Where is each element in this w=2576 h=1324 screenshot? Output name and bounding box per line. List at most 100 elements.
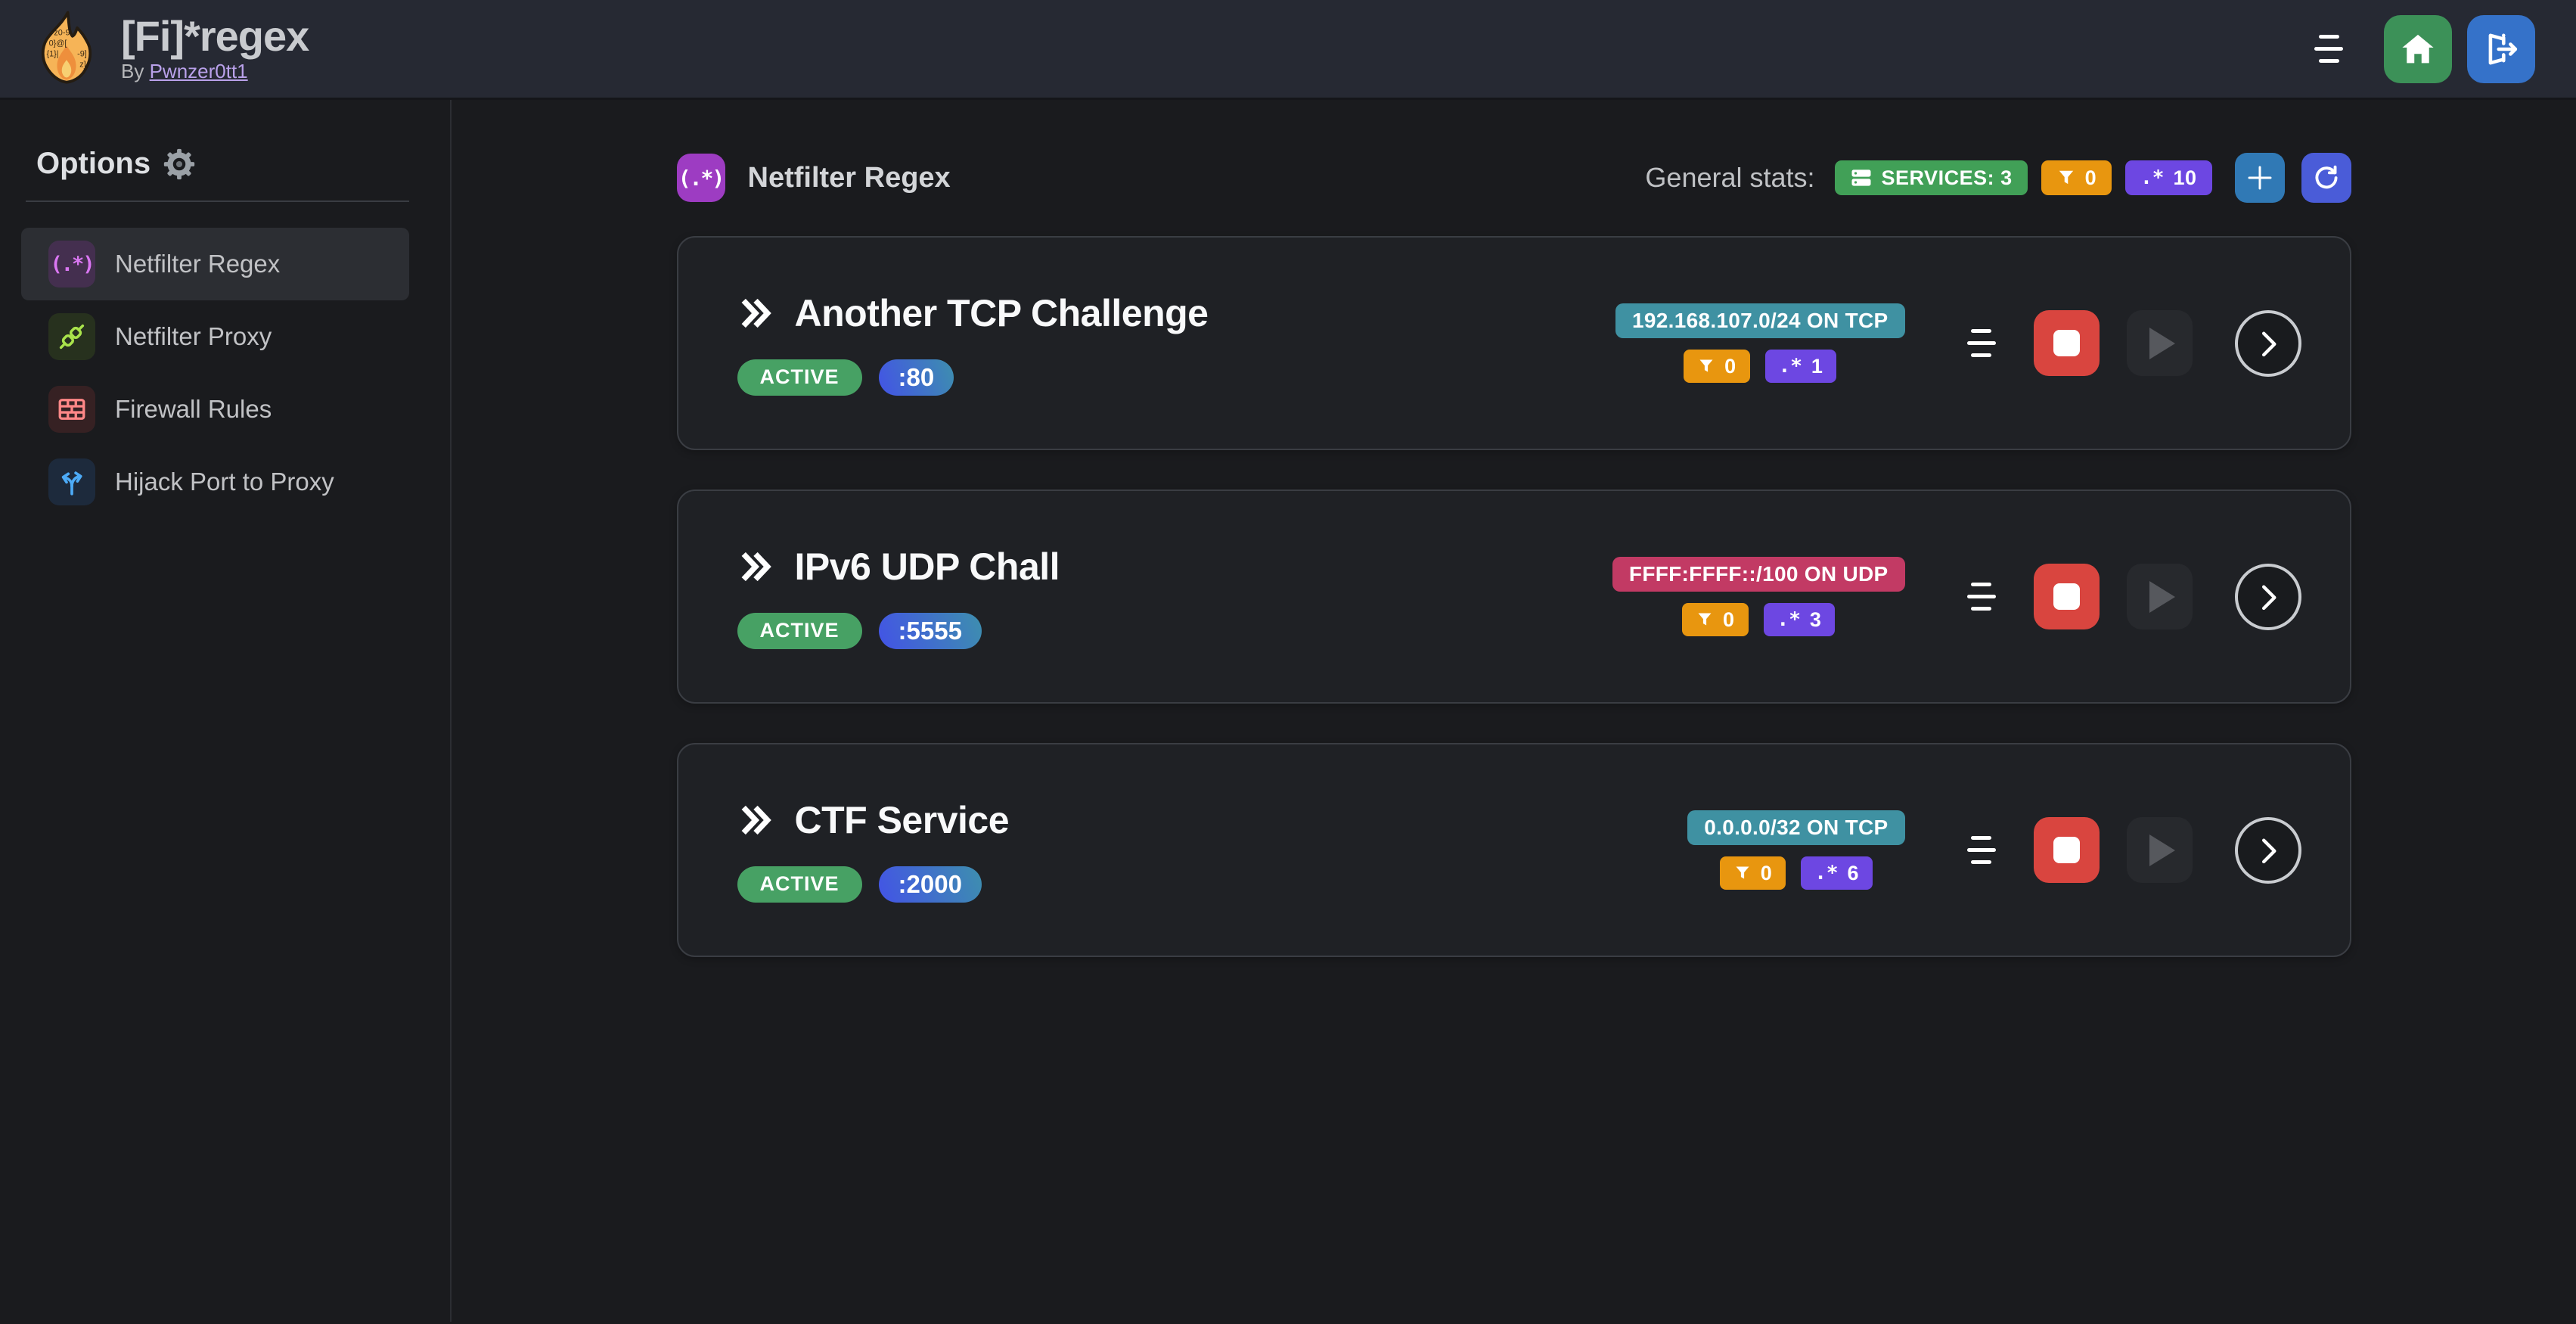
service-name: IPv6 UDP Chall xyxy=(794,545,1060,588)
sidebar-item-label: Netfilter Regex xyxy=(115,250,281,278)
service-card: IPv6 UDP Chall ACTIVE :5555 FFFF:FFFF::/… xyxy=(676,490,2351,704)
port-badge: :2000 xyxy=(878,866,982,903)
options-sidebar: Options (.*) xyxy=(0,100,452,1322)
split-arrows-icon xyxy=(48,458,95,505)
regex-count-badge: .* 1 xyxy=(1764,350,1837,383)
service-name: Another TCP Challenge xyxy=(794,291,1209,334)
chevron-right-icon xyxy=(2261,585,2276,610)
address-badge: 0.0.0.0/32 ON TCP xyxy=(1687,810,1905,845)
service-card: CTF Service ACTIVE :2000 0.0.0.0/32 ON T… xyxy=(676,743,2351,957)
server-icon xyxy=(1851,169,1871,186)
byline-prefix: By xyxy=(121,60,144,83)
start-service-button[interactable] xyxy=(2126,564,2193,629)
svg-text:z]: z] xyxy=(79,60,86,69)
regex-count-badge: .* 10 xyxy=(2125,160,2212,195)
svg-text:{1}|: {1}| xyxy=(46,49,58,58)
logout-icon xyxy=(2488,33,2518,64)
open-service-button[interactable] xyxy=(2234,816,2301,884)
author-link[interactable]: Pwnzer0tt1 xyxy=(149,60,248,83)
address-badge: FFFF:FFFF::/100 ON UDP xyxy=(1612,557,1905,592)
play-icon xyxy=(2149,580,2175,613)
address-badge: 192.168.107.0/24 ON TCP xyxy=(1615,303,1905,338)
sidebar-item-firewall-rules[interactable]: Firewall Rules xyxy=(21,373,409,446)
funnel-icon xyxy=(1699,359,1713,372)
service-name: CTF Service xyxy=(794,798,1010,841)
address-stats: 192.168.107.0/24 ON TCP 0 .* xyxy=(1615,303,1905,383)
stop-icon xyxy=(2053,837,2080,863)
add-service-button[interactable] xyxy=(2234,153,2285,203)
service-card: Another TCP Challenge ACTIVE :80 192.168… xyxy=(676,236,2351,450)
sidebar-item-label: Hijack Port to Proxy xyxy=(115,468,334,496)
general-stats-label: General stats: xyxy=(1645,162,1815,193)
refresh-icon xyxy=(2315,165,2338,189)
app-title: [Fi]*regex xyxy=(121,11,309,60)
chevron-right-icon xyxy=(2261,838,2276,863)
service-menu-icon[interactable] xyxy=(1960,322,2003,365)
home-button[interactable] xyxy=(2384,14,2452,83)
stop-service-button[interactable] xyxy=(2033,310,2100,376)
start-service-button[interactable] xyxy=(2126,817,2193,883)
stop-icon xyxy=(2053,330,2080,356)
sidebar-item-label: Netfilter Proxy xyxy=(115,322,272,350)
sidebar-item-hijack-port[interactable]: Hijack Port to Proxy xyxy=(21,446,409,518)
funnel-icon xyxy=(1736,866,1749,879)
main-area: (.*) Netfilter Regex General stats: SERV… xyxy=(452,100,2576,1322)
regex-glyph-icon: .* xyxy=(1778,355,1802,378)
regex-section-icon: (.*) xyxy=(676,154,725,202)
status-badge: ACTIVE xyxy=(737,612,862,649)
sidebar-item-netfilter-regex[interactable]: (.*) Netfilter Regex xyxy=(21,228,409,300)
regex-count-badge: .* 6 xyxy=(1801,856,1873,890)
logout-button[interactable] xyxy=(2467,14,2535,83)
address-stats: FFFF:FFFF::/100 ON UDP 0 .* xyxy=(1612,557,1905,636)
app-header: -z0-9 0}@[ {1}| -9] z] [Fi]*regex By Pwn… xyxy=(0,0,2576,100)
brick-wall-icon xyxy=(48,386,95,433)
stop-service-button[interactable] xyxy=(2033,817,2100,883)
service-menu-icon[interactable] xyxy=(1960,828,2003,872)
filtered-count-badge: 0 xyxy=(1684,350,1750,383)
firegex-flame-logo: -z0-9 0}@[ {1}| -9] z] xyxy=(41,11,92,84)
funnel-icon xyxy=(2059,170,2073,185)
stop-service-button[interactable] xyxy=(2033,564,2100,629)
services-count-badge: SERVICES: 3 xyxy=(1834,160,2028,195)
svg-text:0}@[: 0}@[ xyxy=(49,39,67,48)
svg-text:-9]: -9] xyxy=(77,49,87,58)
sidebar-divider xyxy=(26,200,409,202)
open-service-button[interactable] xyxy=(2234,563,2301,630)
double-chevron-icon xyxy=(741,805,771,834)
regex-glyph-icon: .* xyxy=(2140,166,2165,189)
filtered-count-badge: 0 xyxy=(1719,856,1786,890)
double-chevron-icon xyxy=(741,552,771,581)
home-icon xyxy=(2402,34,2434,63)
gear-icon xyxy=(163,148,195,179)
section-title: Netfilter Regex xyxy=(747,161,951,194)
filtered-count-badge: 0 xyxy=(1682,603,1749,636)
port-badge: :80 xyxy=(878,359,954,396)
service-list: Another TCP Challenge ACTIVE :80 192.168… xyxy=(676,236,2351,957)
status-badge: ACTIVE xyxy=(737,866,862,903)
service-menu-icon[interactable] xyxy=(1960,575,2003,618)
svg-text:-z0-9: -z0-9 xyxy=(51,28,70,37)
port-badge: :5555 xyxy=(878,612,982,649)
double-chevron-icon xyxy=(741,298,771,328)
start-service-button[interactable] xyxy=(2126,310,2193,376)
content-header: (.*) Netfilter Regex General stats: SERV… xyxy=(676,153,2351,203)
sidebar-heading: Options xyxy=(21,147,409,181)
chevron-right-icon xyxy=(2261,331,2276,356)
plug-connected-icon xyxy=(48,313,95,360)
byline: By Pwnzer0tt1 xyxy=(121,60,309,83)
open-service-button[interactable] xyxy=(2234,309,2301,377)
regex-count-badge: .* 3 xyxy=(1763,603,1836,636)
address-stats: 0.0.0.0/32 ON TCP 0 .* xyxy=(1687,810,1905,890)
sidebar-item-label: Firewall Rules xyxy=(115,395,272,423)
sidebar-nav: (.*) Netfilter Regex Netfilter Proxy xyxy=(21,228,409,518)
play-icon xyxy=(2149,834,2175,866)
stop-icon xyxy=(2053,583,2080,610)
regex-glyph-icon: .* xyxy=(1814,862,1839,884)
header-menu-icon[interactable] xyxy=(2307,27,2351,70)
sidebar-item-netfilter-proxy[interactable]: Netfilter Proxy xyxy=(21,300,409,373)
play-icon xyxy=(2149,327,2175,359)
regex-glyph-icon: .* xyxy=(1777,608,1801,631)
status-badge: ACTIVE xyxy=(737,359,862,396)
sidebar-heading-label: Options xyxy=(36,147,151,180)
refresh-button[interactable] xyxy=(2301,153,2351,203)
